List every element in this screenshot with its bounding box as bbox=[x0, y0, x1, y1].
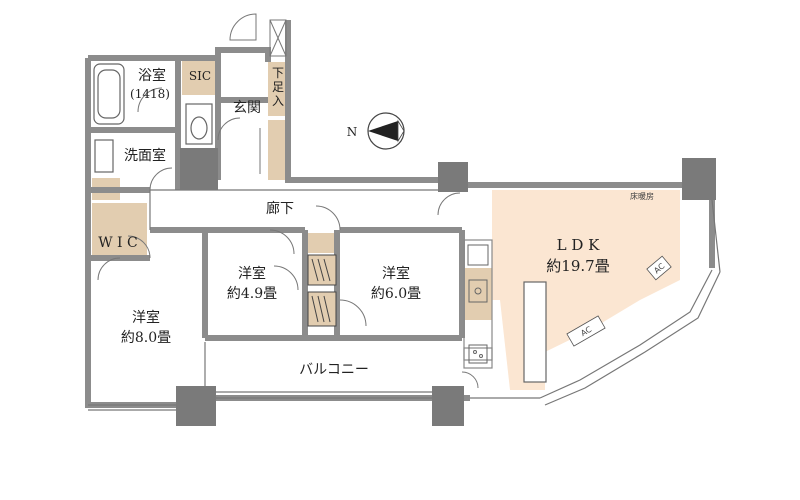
room3-label: 洋室 bbox=[382, 265, 410, 282]
bathtub bbox=[93, 63, 125, 125]
washroom-label: 洗面室 bbox=[124, 147, 166, 164]
compass-icon bbox=[367, 112, 405, 150]
kitchen-fixtures bbox=[467, 244, 489, 364]
storage-areas bbox=[92, 57, 492, 320]
entrance-label: 玄関 bbox=[233, 99, 261, 116]
room1-label: 洋室 bbox=[132, 309, 160, 326]
room2-size-label: 約4.9畳 bbox=[227, 286, 277, 302]
ldk-label: L D K bbox=[557, 236, 601, 254]
ldk-size-label: 約19.7畳 bbox=[546, 257, 609, 275]
ac-unit-2-icon bbox=[566, 315, 606, 347]
door-swings bbox=[97, 13, 479, 389]
pillars bbox=[176, 148, 716, 426]
corridor-label: 廊下 bbox=[266, 200, 294, 217]
room1-size-label: 約8.0畳 bbox=[121, 330, 171, 346]
balcony-label: バルコニー bbox=[299, 362, 369, 378]
bathroom-size-label: (1418) bbox=[130, 87, 170, 101]
ac-unit-1-icon bbox=[646, 255, 672, 281]
shoe-closet-label: 下足入 bbox=[272, 66, 284, 108]
room-labels: 浴室 (1418) SIC 玄関 洗面室 廊下 W I C 洋室 約8.0畳 洋… bbox=[98, 67, 666, 378]
wardrobe-hatches bbox=[307, 254, 337, 327]
room3-size-label: 約6.0畳 bbox=[371, 286, 421, 302]
entrance-doors bbox=[259, 19, 287, 174]
floor-heating-zone bbox=[492, 190, 680, 390]
washbasin bbox=[94, 139, 114, 173]
room2-label: 洋室 bbox=[238, 265, 266, 282]
svg-text:下足入: 下足入 bbox=[272, 66, 284, 108]
bathroom-label: 浴室 bbox=[138, 67, 166, 84]
wic-label: W I C bbox=[98, 235, 138, 251]
compass-north-label: N bbox=[347, 125, 358, 139]
sic-label: SIC bbox=[189, 69, 211, 83]
floor-heating-label: 床暖房 bbox=[630, 191, 654, 201]
ac-units bbox=[566, 255, 672, 347]
toilet bbox=[185, 103, 213, 145]
